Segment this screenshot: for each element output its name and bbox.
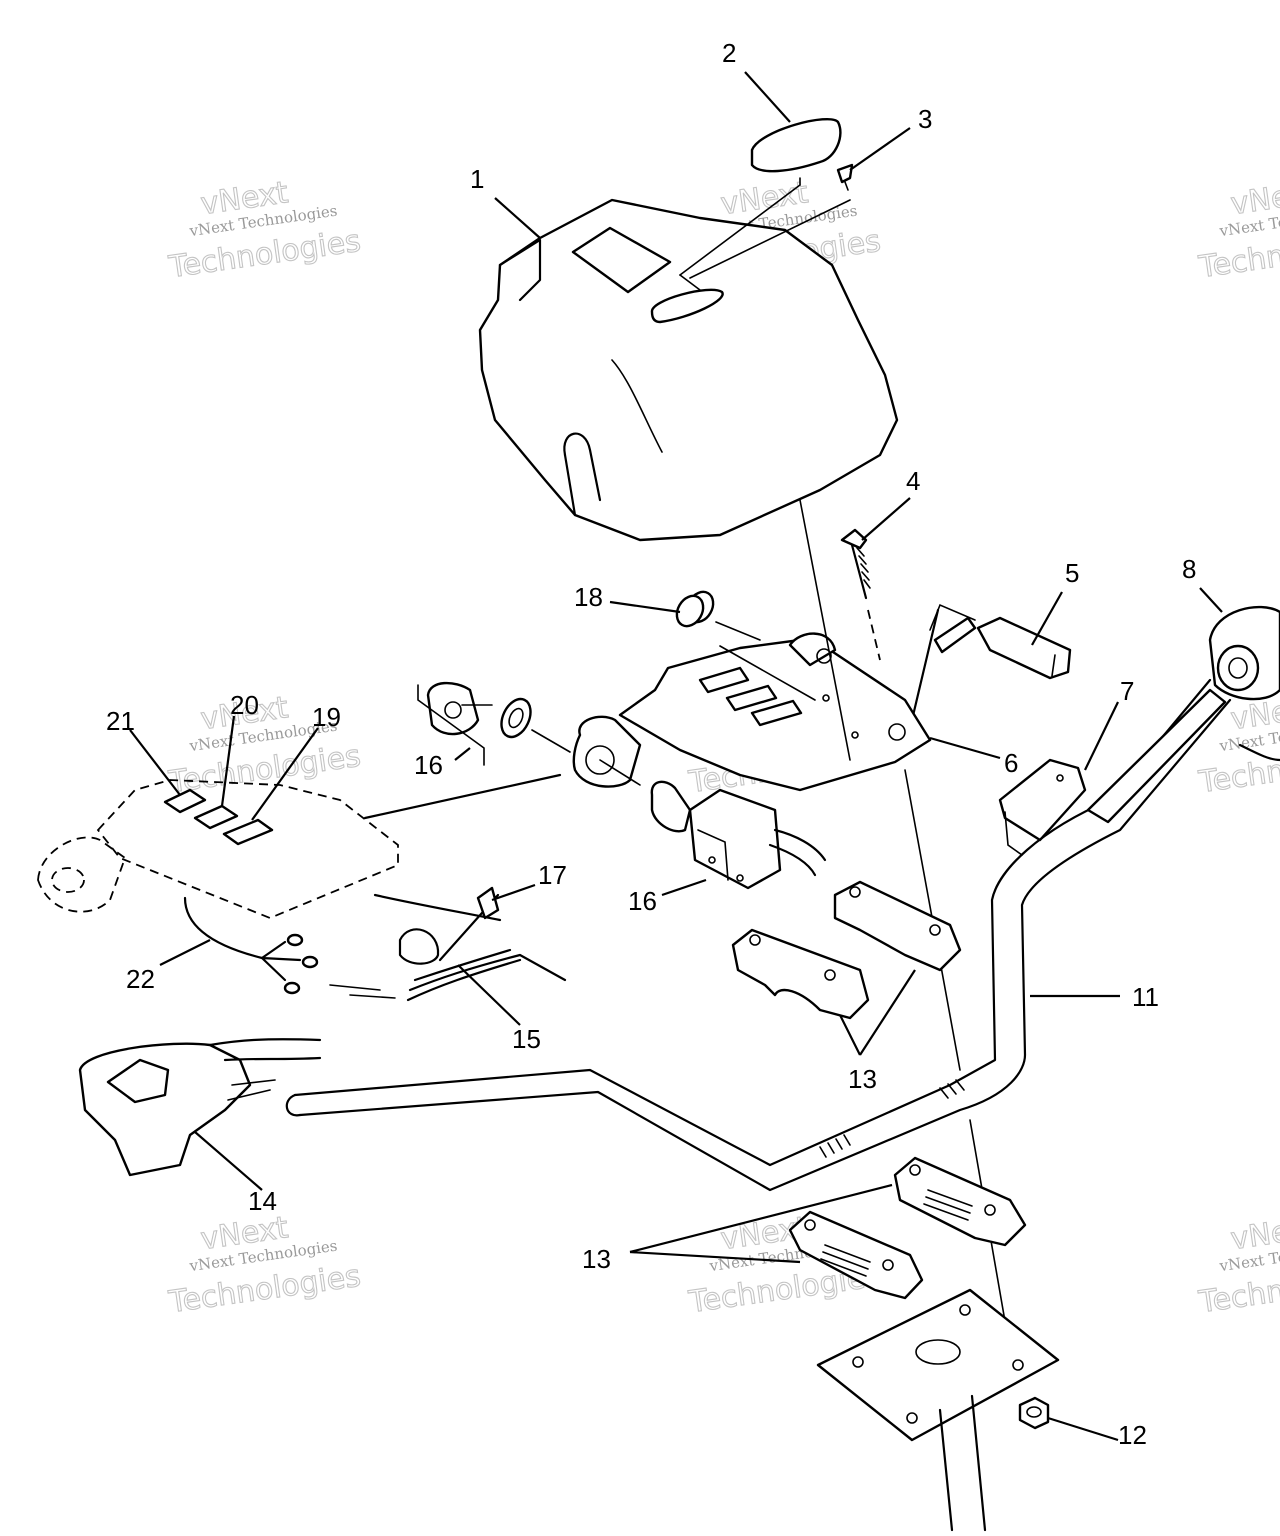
callout-12: 12: [1118, 1420, 1147, 1450]
callout-14: 14: [248, 1186, 277, 1216]
watermark: vNext vNext Technologies Technologies: [166, 1210, 364, 1321]
callout-13: 13: [582, 1244, 611, 1274]
watermark: vNext vNext Technologies Technologies: [166, 175, 364, 286]
callout-5: 5: [1065, 558, 1079, 588]
callout-19: 19: [312, 702, 341, 732]
callout-labels: 1 2 3 4 5 6 7 8 11 12 13 13 14 15 16 16 …: [106, 38, 1196, 1450]
handlebar-cover: [478, 198, 899, 542]
callout-8: 8: [1182, 554, 1196, 584]
callout-16: 16: [414, 750, 443, 780]
watermark: vNext vNext Technologies Technologies: [1196, 175, 1280, 286]
callout-16: 16: [628, 886, 657, 916]
lower-clamp: [788, 1156, 1027, 1300]
callout-18: 18: [574, 582, 603, 612]
grommet: [675, 590, 761, 641]
brake-lever-bracket: [998, 758, 1087, 856]
leader-lines: [129, 71, 1223, 1442]
bolt: [840, 528, 881, 661]
callout-15: 15: [512, 1024, 541, 1054]
switch-plate-alternate: [37, 773, 562, 919]
nut: [1018, 1396, 1050, 1430]
callout-6: 6: [1004, 748, 1018, 778]
switch: [910, 603, 1072, 722]
wiring-harness: [183, 886, 567, 1002]
callout-13: 13: [848, 1064, 877, 1094]
key-switch-small: [417, 681, 571, 766]
callout-21: 21: [106, 706, 135, 736]
callout-1: 1: [470, 164, 484, 194]
ignition-switch: [650, 780, 827, 890]
callout-3: 3: [918, 104, 932, 134]
callout-2: 2: [722, 38, 736, 68]
throttle-housing: [1208, 605, 1280, 762]
lens: [679, 117, 842, 291]
screw: [689, 163, 854, 279]
callout-4: 4: [906, 466, 920, 496]
callout-17: 17: [538, 860, 567, 890]
handlebar: [285, 678, 1232, 1192]
upper-clamp: [731, 880, 962, 1020]
left-hand-control: [78, 1038, 322, 1177]
steering-post-plate: [816, 1288, 1060, 1532]
callout-22: 22: [126, 964, 155, 994]
callout-11: 11: [1132, 982, 1159, 1012]
callout-20: 20: [230, 690, 259, 720]
watermark: vNext vNext Technologies Technologies: [1196, 1210, 1280, 1321]
callout-7: 7: [1120, 676, 1134, 706]
watermark: vNext vNext Technologies Technologies: [166, 690, 364, 801]
